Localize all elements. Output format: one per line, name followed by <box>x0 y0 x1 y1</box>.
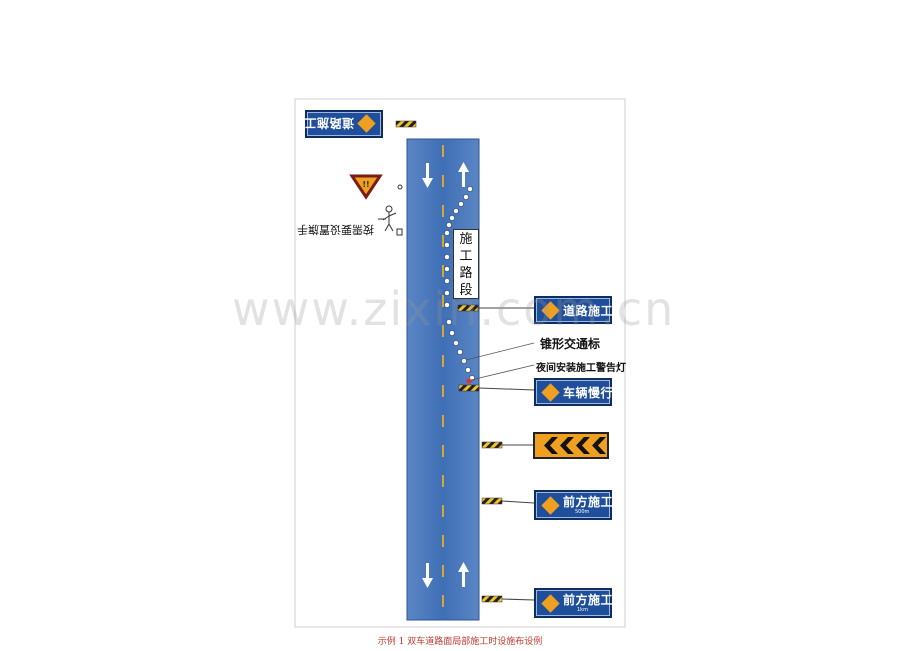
chevron-left-icon <box>544 437 606 454</box>
barricade-zone-start <box>458 384 480 392</box>
traffic-cone-icon <box>461 358 467 364</box>
construction-warning-icon <box>541 495 560 515</box>
sign-text: 道路施工 <box>563 303 614 318</box>
traffic-cone-icon <box>446 222 452 228</box>
chevron-left-icon <box>576 437 590 454</box>
sign-work-ahead-1km: 前方施工 1km <box>534 588 614 618</box>
arrow-up-bottom-icon <box>458 562 469 587</box>
traffic-cone-icon <box>465 367 471 373</box>
traffic-cone-icon <box>444 266 450 272</box>
barricade-zone-end <box>457 304 479 312</box>
traffic-cone-icon <box>458 201 464 207</box>
traffic-cone-icon <box>444 254 450 260</box>
sign-post <box>501 598 535 601</box>
flagger-person-icon <box>378 184 403 236</box>
warning-lamp-icon <box>466 378 472 384</box>
construction-warning-icon <box>541 593 560 613</box>
barricade-top <box>395 120 417 128</box>
construction-warning-icon <box>541 300 560 320</box>
traffic-cone-icon <box>444 242 450 248</box>
svg-text:!!: !! <box>362 180 369 189</box>
traffic-cone-taper <box>444 186 475 381</box>
chevron-left-icon <box>544 437 558 454</box>
yield-triangle-sign-icon: !! <box>349 174 383 200</box>
sign-text: 前方施工 <box>563 593 614 607</box>
sign-road-work-flipped: 道路施工 <box>303 110 383 138</box>
lamp-label-leader <box>470 364 535 381</box>
traffic-cone-icon <box>444 278 450 284</box>
sign-post <box>501 500 535 504</box>
barricade-1km <box>481 595 503 603</box>
traffic-cone-icon <box>449 330 455 336</box>
barricade-500m <box>481 497 503 505</box>
figure-caption: 示例 1 双车道路面局部施工时设施布设例 <box>377 637 543 647</box>
construction-warning-icon <box>357 114 376 134</box>
sign-post <box>478 387 535 391</box>
sign-distance: 500m <box>575 509 590 515</box>
chevron-left-icon <box>560 437 574 454</box>
figure-frame <box>294 98 626 628</box>
night-lamp-label: 夜间安装施工警告灯 <box>536 363 626 374</box>
traffic-cone-icon <box>444 302 450 308</box>
traffic-cone-icon <box>463 194 469 200</box>
slow-warning-icon <box>541 382 560 402</box>
chevron-left-icon <box>592 437 606 454</box>
sign-text: 前方施工 <box>563 495 614 509</box>
cone-label-leader <box>465 342 535 361</box>
construction-zone-label: 施工路段 <box>453 229 479 299</box>
sign-text: 车辆慢行 <box>563 385 614 400</box>
traffic-cone-icon <box>449 215 455 221</box>
sign-road-work: 道路施工 <box>534 296 614 324</box>
arrow-down-top-icon <box>422 163 433 188</box>
arrow-down-bottom-icon <box>422 563 433 588</box>
cone-label: 锥形交通标 <box>540 337 601 351</box>
traffic-cone-icon <box>446 319 452 325</box>
traffic-cone-icon <box>444 290 450 296</box>
sign-text: 道路施工 <box>303 116 354 131</box>
barricade-chevron <box>481 441 503 449</box>
traffic-cone-icon <box>467 186 473 192</box>
traffic-cone-icon <box>453 208 459 214</box>
sign-vehicles-slow: 车辆慢行 <box>534 378 614 406</box>
arrow-up-top-icon <box>458 162 469 187</box>
chevron-alignment-sign <box>533 432 609 459</box>
traffic-cone-icon <box>453 340 459 346</box>
sign-distance: 1km <box>577 607 588 613</box>
sign-work-ahead-500m: 前方施工 500m <box>534 490 614 520</box>
flagger-note-flipped: 按需要设置旗手 <box>297 223 374 236</box>
traffic-cone-icon <box>457 349 463 355</box>
traffic-cone-icon <box>444 230 450 236</box>
